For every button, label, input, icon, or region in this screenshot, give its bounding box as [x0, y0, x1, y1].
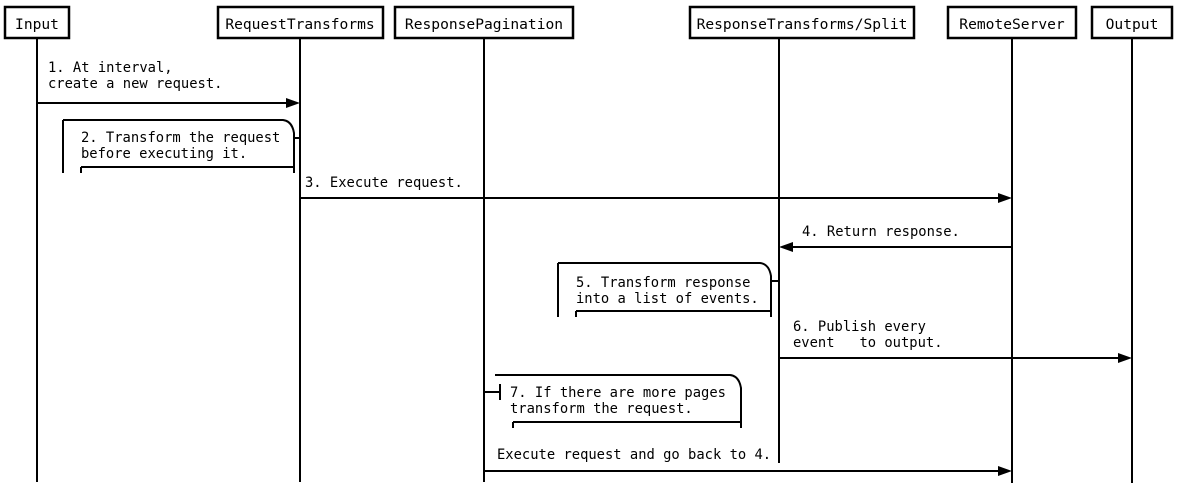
arrowhead-right-icon [1118, 353, 1132, 363]
message-5-label-line2: into a list of events. [576, 291, 759, 307]
message-3-label-line1: 3. Execute request. [305, 175, 463, 191]
actor-output: Output [1090, 5, 1174, 483]
actor-label-input: Input [15, 16, 59, 33]
self-message-7: 7. If there are more pages transform the… [484, 374, 742, 428]
arrowhead-right-icon [998, 466, 1012, 476]
actor-label-output: Output [1106, 16, 1159, 33]
actor-box [1090, 5, 1174, 40]
actor-label-response-transforms-split: ResponseTransforms/Split [697, 16, 908, 33]
message-1: 1. At interval, create a new request. [37, 60, 300, 108]
actor-response-transforms-split: ResponseTransforms/Split [688, 5, 916, 463]
message-7-label-line2: transform the request. [510, 401, 693, 417]
actor-label-remote-server: RemoteServer [959, 16, 1065, 33]
message-3: 3. Execute request. [300, 175, 1012, 203]
arrowhead-left-icon [779, 242, 793, 252]
actor-box [688, 5, 916, 40]
self-message-2-frame [63, 119, 295, 173]
message-1-label-line2: create a new request. [48, 76, 222, 92]
actor-response-pagination: ResponsePagination [393, 5, 575, 482]
self-message-2: 2. Transform the request before executin… [62, 119, 300, 173]
actor-input: Input [3, 5, 71, 482]
arrowhead-right-icon [998, 193, 1012, 203]
actor-label-response-pagination: ResponsePagination [405, 16, 563, 33]
actor-request-transforms: RequestTransforms [216, 5, 385, 482]
arrowhead-right-icon [286, 98, 300, 108]
actor-label-request-transforms: RequestTransforms [225, 16, 374, 33]
message-1-label-line1: 1. At interval, [48, 60, 173, 76]
message-2-label-line2: before executing it. [81, 146, 247, 162]
self-message-5: 5. Transform response into a list of eve… [557, 262, 779, 317]
message-7-label-line1: 7. If there are more pages [510, 385, 726, 401]
message-2-label-line1: 2. Transform the request [81, 130, 280, 146]
message-6: 6. Publish every event to output. [779, 319, 1132, 363]
message-4-label-line1: 4. Return response. [802, 224, 960, 240]
message-6-label-line2: event to output. [793, 335, 943, 351]
message-8: Execute request and go back to 4. [484, 447, 1012, 476]
message-5-label-line1: 5. Transform response [576, 275, 750, 291]
message-4: 4. Return response. [779, 224, 1012, 252]
message-8-label-line1: Execute request and go back to 4. [497, 447, 771, 463]
message-6-label-line1: 6. Publish every [793, 319, 926, 335]
self-message-5-frame [558, 262, 772, 317]
actor-remote-server: RemoteServer [946, 5, 1078, 483]
self-message-7-frame [495, 374, 742, 428]
